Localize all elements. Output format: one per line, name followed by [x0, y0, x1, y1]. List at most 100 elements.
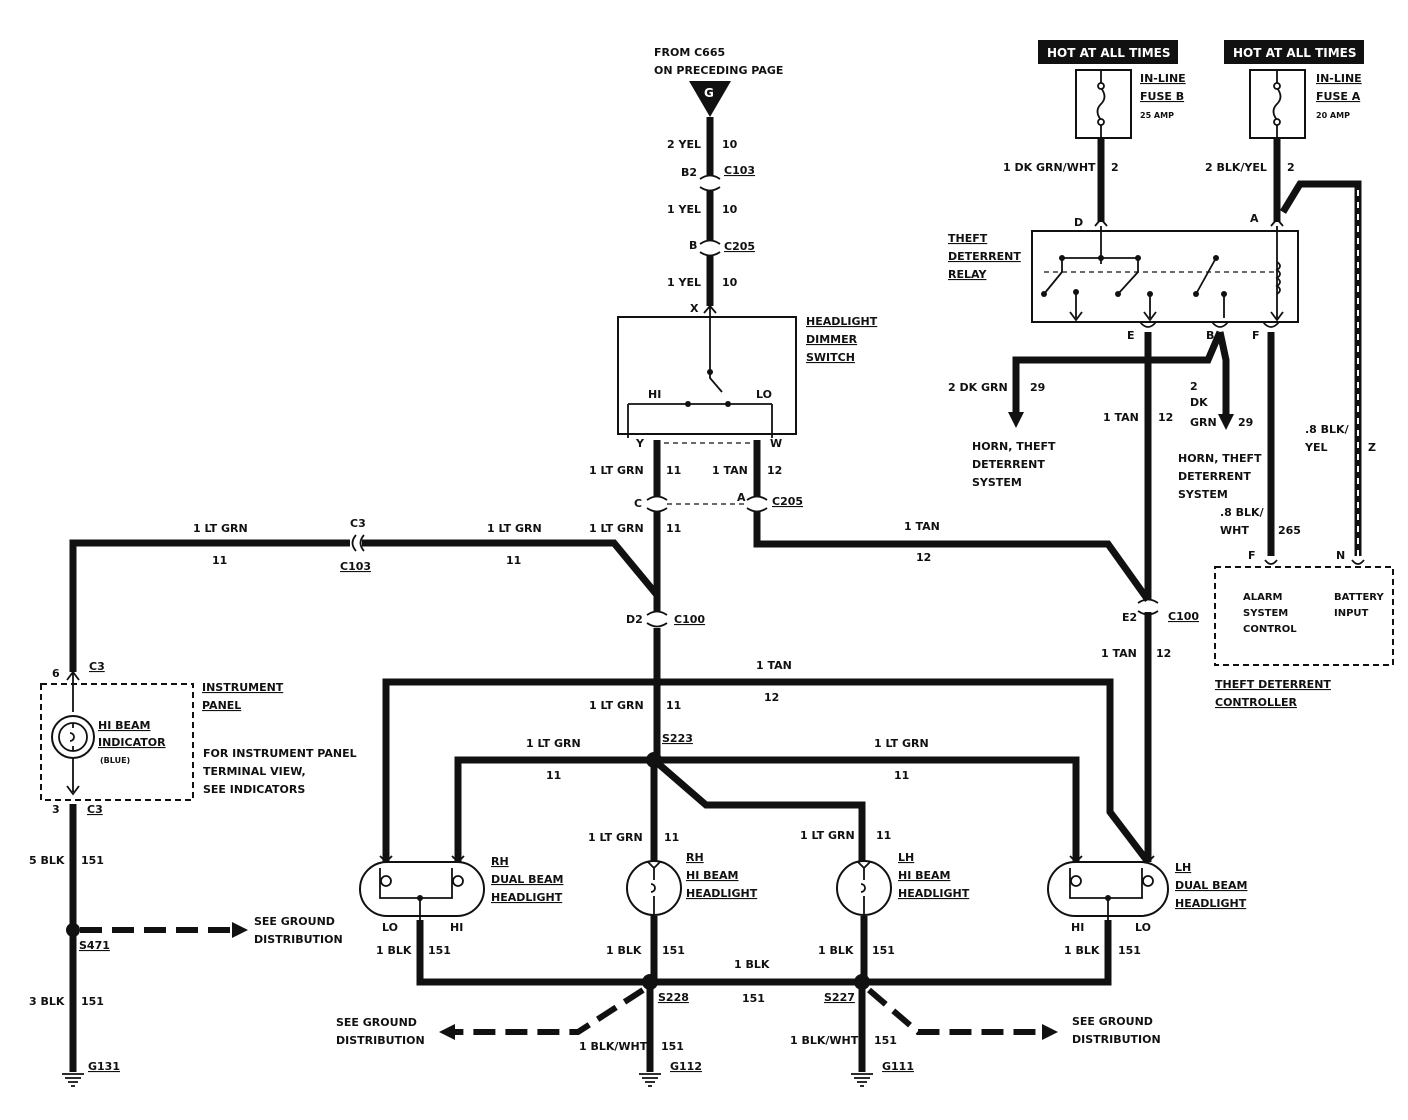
fuse-a-assembly: HOT AT ALL TIMES IN-LINE FUSE A 20 AMP [1224, 40, 1364, 139]
wire-circuit: 11 [546, 769, 561, 782]
fuse-b-terminal [1097, 118, 1105, 126]
splice-label: S223 [662, 732, 693, 745]
ground-dist-left-l1: SEE GROUND [254, 915, 335, 928]
connector-pin: F [1248, 549, 1256, 562]
splice-s223 [646, 752, 662, 768]
wire-label: 1 LT GRN [526, 737, 581, 750]
rh-dual-beam-filaments [379, 855, 465, 922]
horn-right-l1: HORN, THEFT [1178, 452, 1262, 465]
wire-circuit: 12 [916, 551, 931, 564]
wire-label: 1 BLK [734, 958, 770, 971]
wire-circuit: 151 [661, 1040, 684, 1053]
controller-battery-l2: INPUT [1334, 608, 1369, 619]
rh-dual-title-l1: RH [491, 855, 509, 868]
rh-dual-title-l2: DUAL BEAM [491, 873, 563, 886]
connector-pin: C3 [350, 517, 366, 530]
wire-label: WHT [1220, 524, 1249, 537]
controller-alarm-l2: SYSTEM [1243, 608, 1288, 619]
rh-dual-ground-node [417, 895, 423, 901]
relay-box [1031, 230, 1299, 323]
relay-e-connector [1139, 321, 1157, 328]
fuse-b-rating: 25 AMP [1140, 111, 1174, 120]
connector-label: C103 [724, 164, 755, 177]
connector-pin: B [689, 239, 697, 252]
ground-dist-arrow-left [232, 922, 248, 938]
fuse-a-element [1272, 70, 1282, 138]
lh-hi-title-l3: HEADLIGHT [898, 887, 970, 900]
connector-pin: X [690, 302, 699, 315]
instrument-panel: HI BEAM INDICATOR (BLUE) 6 C3 3 C3 INSTR… [40, 660, 357, 816]
rh-hi-title-l1: RH [686, 851, 704, 864]
lh-dual-lo: LO [1135, 921, 1151, 934]
hi-beam-indicator-l3: (BLUE) [100, 756, 130, 765]
ground-dist-arrow-mid [439, 1024, 455, 1040]
wire-circuit: 151 [742, 992, 765, 1005]
relay-node [1115, 291, 1121, 297]
wire-circuit: 29 [1238, 416, 1253, 429]
hi-beam-indicator-filament [69, 723, 75, 751]
relay-node [1059, 255, 1065, 261]
connector-c205-a-symbol [746, 495, 768, 513]
connector-pin: 6 [52, 667, 60, 680]
dimmer-lo-label: LO [756, 388, 772, 401]
rh-hi-beam-headlight: RH HI BEAM HEADLIGHT [626, 851, 758, 916]
wire-label: 1 TAN [1101, 647, 1137, 660]
lh-hi-beam-filament [857, 861, 871, 914]
source-marker-letter: G [704, 86, 714, 100]
wire-circuit: 10 [722, 276, 738, 289]
fuse-a-l2: FUSE A [1316, 90, 1361, 103]
ground-label: G131 [88, 1060, 120, 1073]
hi-beam-indicator-l2: INDICATOR [98, 736, 166, 749]
ground-dist-dashed-mid [455, 987, 645, 1035]
wire-label: .8 BLK/ [1305, 423, 1350, 436]
wire-label: 2 YEL [667, 138, 701, 151]
rh-dual-lo: LO [382, 921, 398, 934]
wire-circuit: 12 [764, 691, 779, 704]
fuse-b-l2: FUSE B [1140, 90, 1184, 103]
fuse-a-terminal [1273, 82, 1281, 90]
wire-label: 1 BLK [606, 944, 642, 957]
theft-deterrent-controller: F N ALARM SYSTEM CONTROL BATTERY INPUT T… [1214, 549, 1394, 709]
lh-dual-hi: HI [1071, 921, 1084, 934]
relay-node [1213, 255, 1219, 261]
wire-circuit: 151 [428, 944, 451, 957]
splice-s228 [642, 974, 658, 990]
wire-label: .8 BLK/ [1220, 506, 1265, 519]
relay-node [1135, 255, 1141, 261]
rh-hi-title-l3: HEADLIGHT [686, 887, 758, 900]
rh-dual-hi-filament [452, 875, 464, 887]
controller-battery-l1: BATTERY [1334, 592, 1384, 603]
wire-label: DK [1190, 396, 1208, 409]
ground-dist-dashed-right [867, 987, 1042, 1035]
ground-g131-symbol [62, 1073, 84, 1087]
wire-tan-headlight-feed [382, 612, 1152, 865]
connector-c3-c103-symbol [351, 534, 365, 552]
lh-dual-title-l2: DUAL BEAM [1175, 879, 1247, 892]
wire-label: 5 BLK [29, 854, 65, 867]
relay-node [1193, 291, 1199, 297]
wire-circuit: 11 [664, 831, 679, 844]
relay-pin: F [1252, 329, 1260, 342]
source-label-line2: ON PRECEDING PAGE [654, 64, 783, 77]
dimmer-switch-contact-lo [725, 401, 731, 407]
connector-pin: 3 [52, 803, 60, 816]
rh-hi-beam-body [626, 860, 682, 916]
controller-alarm-l3: CONTROL [1243, 624, 1297, 635]
wire-label: 1 DK GRN/WHT [1003, 161, 1096, 174]
wire-circuit: 2 [1287, 161, 1295, 174]
hot-banner-b-text: HOT AT ALL TIMES [1047, 46, 1171, 60]
rh-dual-lo-filament [380, 875, 392, 887]
wire-label: 1 TAN [1103, 411, 1139, 424]
wire-label: 1 BLK/WHT [790, 1034, 859, 1047]
wire-circuit: 151 [662, 944, 685, 957]
wire-label: 1 YEL [667, 276, 701, 289]
relay-input-leads [1100, 226, 1278, 320]
headlight-dimmer-switch: HI LO HEADLIGHT DIMMER SWITCH Y W [617, 304, 878, 450]
rh-hi-beam-filament [647, 861, 661, 914]
connector-pin: Y [635, 437, 645, 450]
dimmer-switch-title-l2: DIMMER [806, 333, 858, 346]
controller-name-l2: CONTROLLER [1215, 696, 1297, 709]
rh-dual-beam-body [359, 861, 485, 917]
connector-pin: W [770, 437, 782, 450]
hot-banner-a [1224, 40, 1364, 64]
